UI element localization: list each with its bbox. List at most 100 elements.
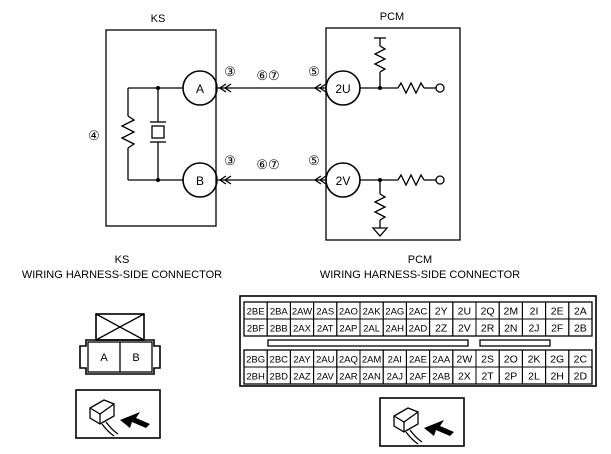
pcm-terminal-label: 2BH [246, 372, 265, 383]
pcm-terminal-label: 2H [550, 371, 563, 383]
ks-piezo-element [151, 125, 165, 139]
pcm-terminal-label: 2G [550, 354, 564, 366]
pcm-terminal-label: 2AF [409, 372, 427, 383]
pcm-terminal-label: 2P [504, 371, 517, 383]
callout-ks-b: ③ [224, 153, 236, 168]
pcm-terminal-label: 2X [458, 371, 471, 383]
pcm-terminal-label: 2AK [363, 307, 382, 318]
ks-sensor-element [120, 86, 183, 182]
pcm-terminal-label: 2AE [409, 355, 427, 366]
ground-symbol [371, 227, 389, 237]
pcm-terminal-label: 2AY [293, 355, 311, 366]
pcm-terminal-label: 2AG [385, 307, 404, 318]
pcm-terminal-label: 2K [528, 354, 541, 366]
pcm-terminal-label: 2A [574, 306, 587, 318]
pcm-terminal-label: 2AD [409, 324, 428, 335]
ks-pin-a: A [182, 70, 218, 106]
pcm-terminal-label: 2AA [432, 355, 451, 366]
pcm-terminal-label: 2N [504, 323, 517, 335]
pcm-terminal-label: 2BB [270, 324, 288, 335]
pcm-terminal-label: 2D [574, 371, 588, 383]
ks-connector-title: KS [115, 254, 130, 266]
pcm-terminal-label: 2AU [316, 355, 335, 366]
pcm-terminal-label: 2T [481, 371, 494, 383]
svg-text:2V: 2V [336, 174, 351, 188]
pcm-terminal-label: 2AT [317, 324, 334, 335]
pcm-terminal-label: 2F [551, 323, 563, 335]
ks-pin-b: B [182, 162, 218, 198]
pcm-terminal-label: 2AC [409, 307, 428, 318]
pcm-terminal-label: 2J [528, 323, 539, 335]
pcm-terminal-label: 2M [504, 306, 519, 318]
pcm-box-label: PCM [380, 11, 404, 23]
pcm-terminal-label: 2BE [247, 307, 265, 318]
ks-terminal-b: B [132, 352, 139, 364]
pcm-terminal-label: 2AB [432, 372, 450, 383]
pcm-terminal-label: 2AH [386, 324, 405, 335]
pcm-terminal-label: 2BG [246, 355, 265, 366]
pcm-pin-2u: 2U [325, 70, 361, 106]
pcm-terminal-label: 2AX [293, 324, 312, 335]
pcm-terminal-label: 2W [457, 354, 473, 366]
pcm-terminal-label: 2AZ [293, 372, 311, 383]
wire-a-2u [218, 83, 327, 93]
ks-box [105, 29, 217, 227]
callout-harness-b: ⑥⑦ [256, 157, 279, 172]
pcm-terminal-label: 2Y [435, 306, 448, 318]
pcm-terminal-cell [568, 318, 593, 337]
pcm-terminal-label: 2B [574, 323, 587, 335]
pcm-terminal-label: 2U [458, 306, 471, 318]
svg-text:2U: 2U [335, 82, 350, 96]
pcm-terminal-label: 2I [530, 306, 539, 318]
pcm-connector-title: PCM [408, 254, 432, 266]
pcm-terminal-label: 2V [458, 323, 471, 335]
pcm-terminal-label: 2AQ [339, 355, 358, 366]
pcm-circuit-2u [360, 37, 445, 95]
pcm-terminal-cell [568, 366, 593, 385]
pcm-pin-2v: 2V [325, 162, 361, 198]
pcm-terminal-label: 2BC [270, 355, 289, 366]
pcm-connector-subtitle: WIRING HARNESS-SIDE CONNECTOR [320, 269, 520, 281]
pcm-terminal-label: 2AM [362, 355, 382, 366]
pcm-terminal-label: 2C [574, 354, 588, 366]
pcm-terminal-label: 2AR [339, 372, 358, 383]
pcm-terminal-label: 2AV [317, 372, 335, 383]
pcm-terminal-label: 2Z [435, 323, 448, 335]
callout-ks-a: ③ [224, 64, 236, 79]
pcm-terminal-label: 2AL [363, 324, 380, 335]
pcm-terminal-label: 2BA [270, 307, 289, 318]
callout-harness-a: ⑥⑦ [256, 68, 279, 83]
pcm-terminal-label: 2AW [292, 307, 312, 318]
pcm-circuit-2v [360, 173, 445, 237]
ks-connector-subtitle: WIRING HARNESS-SIDE CONNECTOR [22, 269, 222, 281]
pcm-terminal-label: 2E [551, 306, 564, 318]
ks-resistor [120, 115, 136, 149]
pcm-terminal-label: 2BD [270, 372, 289, 383]
pcm-terminal-label: 2BF [247, 324, 265, 335]
pcm-terminal-label: 2AP [339, 324, 357, 335]
pcm-box [325, 27, 461, 241]
callout-sensor: ④ [88, 128, 100, 143]
pcm-terminal-label: 2AI [388, 355, 402, 366]
ks-terminal-a: A [100, 352, 108, 364]
pcm-terminal-label: 2AO [339, 307, 358, 318]
svg-text:A: A [196, 82, 204, 96]
ks-view-direction-icon [75, 389, 161, 439]
callout-pcm-a: ⑤ [308, 64, 320, 79]
pcm-terminal-label: 2AN [362, 372, 381, 383]
svg-text:B: B [196, 174, 204, 188]
pcm-terminal-label: 2R [481, 323, 495, 335]
pcm-view-direction-icon [379, 397, 465, 447]
callout-pcm-b: ⑤ [308, 153, 320, 168]
ks-connector-face: A B [79, 313, 161, 375]
pcm-terminal-label: 2Q [481, 306, 495, 318]
pcm-terminal-label: 2AJ [387, 372, 404, 383]
wire-b-2v [218, 175, 327, 185]
pcm-terminal-label: 2L [528, 371, 540, 383]
pcm-terminal-label: 2S [481, 354, 494, 366]
pcm-terminal-label: 2AS [316, 307, 334, 318]
ks-box-label: KS [151, 13, 166, 25]
pcm-terminal-label: 2O [504, 354, 518, 366]
